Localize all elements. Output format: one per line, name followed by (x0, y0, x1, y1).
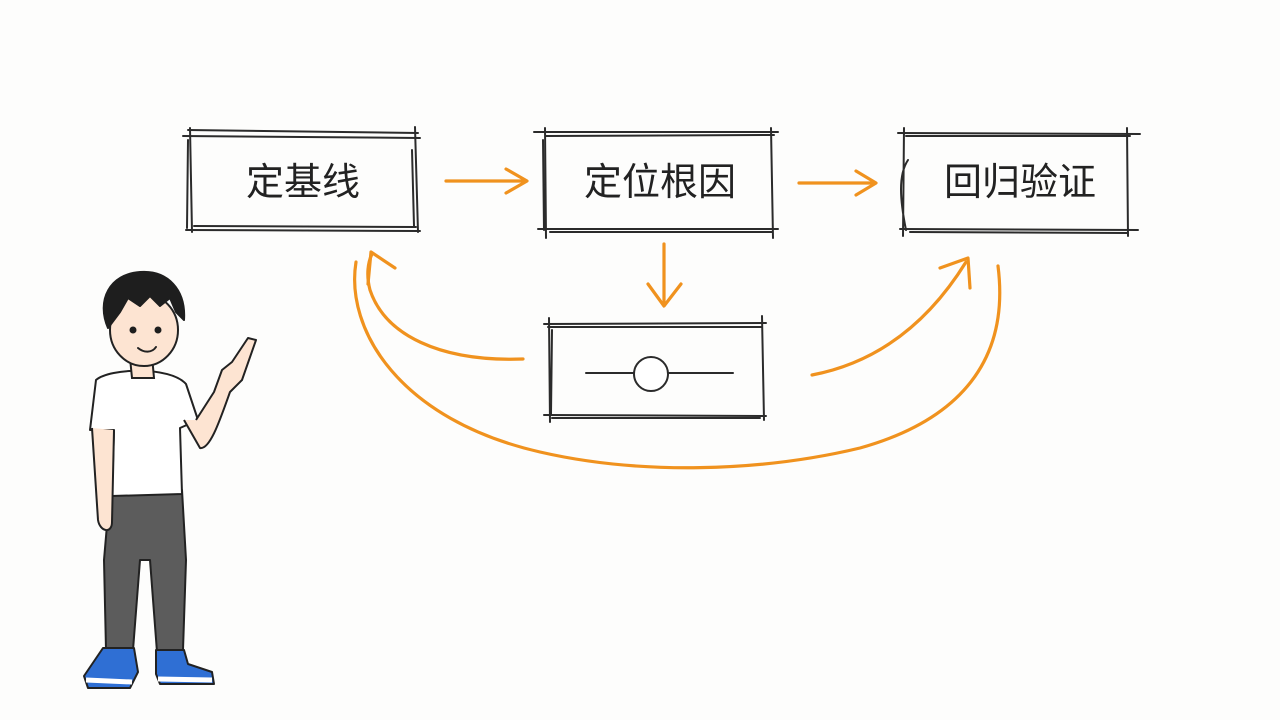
slider-knob-icon (585, 356, 734, 392)
arrow-root-cause-to-fix (646, 242, 683, 308)
arrow-root-cause-to-regression (797, 169, 878, 197)
arrows (353, 167, 1002, 470)
step-box-baseline: 定基线 (182, 126, 421, 233)
person-pointing-icon (83, 270, 257, 689)
step-label-root-cause: 定位根因 (584, 160, 736, 204)
step-box-regression: 回归验证 (897, 127, 1141, 237)
step-label-baseline: 定基线 (246, 160, 360, 204)
hair (102, 270, 186, 329)
step-label-regression: 回归验证 (944, 160, 1096, 204)
arrow-baseline-to-root-cause (444, 167, 529, 195)
right-shoe (155, 649, 215, 685)
pants (103, 489, 187, 653)
fix-box (543, 315, 767, 423)
loop-arrow-under (353, 260, 1002, 470)
arrow-fix-to-regression (810, 256, 972, 377)
arrow-fix-to-baseline (366, 250, 525, 361)
step-box-root-cause: 定位根因 (533, 127, 779, 239)
shirt (89, 369, 199, 497)
